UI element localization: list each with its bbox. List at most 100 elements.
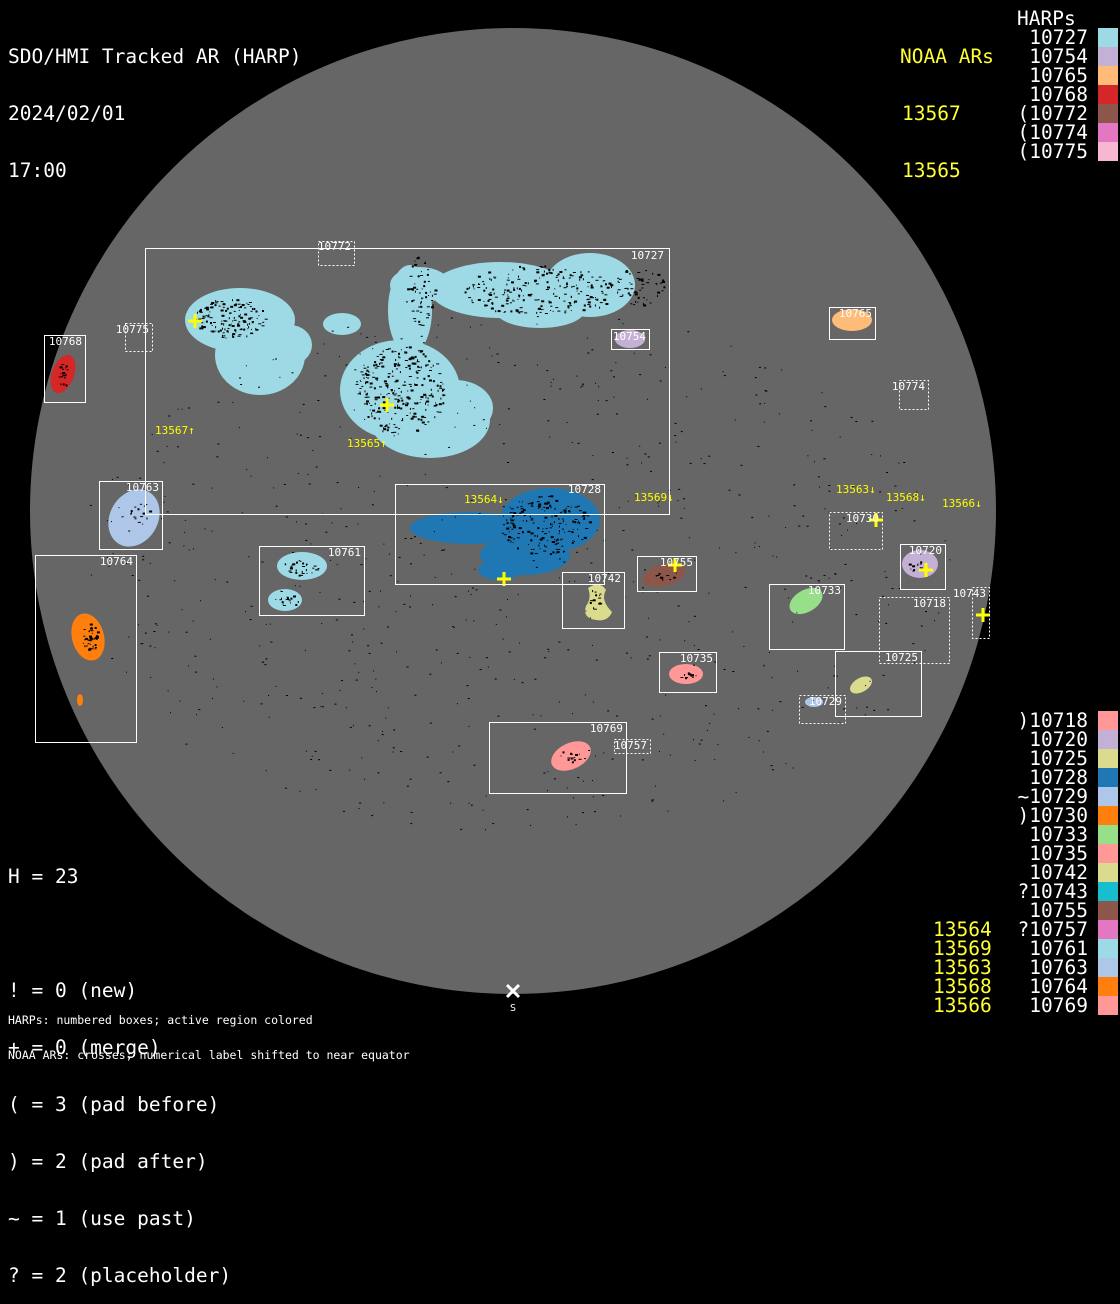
noaa-cross-icon bbox=[188, 314, 202, 328]
noaa-item: 13564 bbox=[933, 918, 992, 941]
region-10761b bbox=[268, 589, 302, 611]
noaa-label: 13567↑ bbox=[155, 424, 195, 437]
noaa-label: 13563↓ bbox=[836, 483, 876, 496]
noaa-cross-icon bbox=[497, 572, 511, 586]
harp-box[interactable]: 10765 bbox=[829, 307, 876, 340]
harp-legend-item: 10754 bbox=[1029, 45, 1088, 68]
south-label: S bbox=[510, 1003, 516, 1014]
noaa-label: 13568↓ bbox=[886, 491, 926, 504]
color-swatch bbox=[1098, 958, 1118, 977]
harp-box-label: 10764 bbox=[100, 555, 133, 568]
footer-notes: HARPs: numbered boxes; active region col… bbox=[8, 992, 410, 1073]
noaa-item: 13565 bbox=[902, 159, 961, 182]
solar-disk-map: 10727 10772 10775 10768 10754 10765 10774 10763… bbox=[30, 28, 996, 1014]
harp-box[interactable]: 10733 bbox=[769, 584, 845, 650]
harp-box[interactable]: 10763 bbox=[99, 481, 163, 550]
harp-box[interactable]: 10754 bbox=[611, 329, 650, 350]
noaa-item: 13566 bbox=[933, 994, 992, 1017]
harp-box[interactable]: 10764 bbox=[35, 555, 137, 743]
harp-legend-item: 10769 bbox=[1029, 994, 1088, 1017]
harp-box[interactable]: 10720 bbox=[900, 544, 946, 590]
harp-box[interactable]: 10768 bbox=[44, 335, 86, 403]
harp-box-label: 10735 bbox=[680, 652, 713, 665]
region-10729 bbox=[805, 697, 823, 707]
noaa-cross-icon bbox=[976, 608, 990, 622]
noaa-labels: 13567↑13565↑13564↓13569↓13563↓13568↓1356… bbox=[155, 424, 982, 510]
color-swatch bbox=[1098, 920, 1118, 939]
harp-box[interactable]: 10774 bbox=[892, 380, 929, 410]
harp-box-outline bbox=[145, 248, 670, 515]
noaa-item: 13568 bbox=[933, 975, 992, 998]
harp-box-outline bbox=[259, 546, 365, 616]
color-swatch bbox=[1098, 66, 1118, 85]
harp-box[interactable]: 10743 bbox=[953, 587, 990, 639]
harp-box[interactable]: 10755 bbox=[637, 556, 697, 592]
harp-box[interactable]: 10718 bbox=[879, 597, 950, 664]
stat-placeholder: ? = 2 (placeholder) bbox=[8, 1264, 232, 1287]
noaa-legend-top: NOAA ARs 13567 13565 bbox=[900, 9, 994, 199]
harp-box-label: 10733 bbox=[808, 584, 841, 597]
harp-box-outline bbox=[125, 323, 153, 352]
harp-box-label: 10725 bbox=[885, 651, 918, 664]
noaa-label: 13565↑ bbox=[347, 437, 387, 450]
harp-box-outline bbox=[614, 739, 651, 754]
harp-box[interactable]: 10730 bbox=[829, 512, 883, 550]
region-10761a bbox=[277, 552, 327, 580]
harp-box[interactable]: 10742 bbox=[562, 572, 625, 629]
harp-box[interactable]: 10735 bbox=[659, 652, 717, 693]
harp-box-label: 10772 bbox=[318, 240, 351, 253]
harp-legend-item: 10728 bbox=[1029, 766, 1088, 789]
harp-legend-item: 10727 bbox=[1029, 26, 1088, 49]
stat-use-past: ~ = 1 (use past) bbox=[8, 1207, 196, 1230]
color-swatch bbox=[1098, 882, 1118, 901]
active-region-blobs bbox=[50, 253, 938, 771]
region-10742 bbox=[585, 584, 612, 621]
harp-box-outline bbox=[835, 651, 922, 717]
harp-box-label: 10765 bbox=[839, 307, 872, 320]
color-swatch bbox=[1098, 806, 1118, 825]
footer-line-2: NOAA ARs: crosses; numerical label shift… bbox=[8, 1047, 410, 1062]
region-10725 bbox=[850, 676, 872, 694]
color-swatch bbox=[1098, 901, 1118, 920]
noaa-crosses bbox=[188, 314, 990, 622]
harp-box[interactable]: 10725 bbox=[835, 651, 922, 717]
color-swatch bbox=[1098, 749, 1118, 768]
harp-box[interactable]: 10775 bbox=[116, 323, 153, 352]
date: 2024/02/01 bbox=[8, 102, 126, 125]
harp-legend-item: ?10743 bbox=[1017, 880, 1088, 903]
color-swatch bbox=[1098, 996, 1118, 1015]
region-10754 bbox=[615, 330, 645, 348]
color-swatch bbox=[1098, 825, 1118, 844]
harp-box-label: 10728 bbox=[568, 483, 601, 496]
color-swatch bbox=[1098, 104, 1118, 123]
harp-box-label: 10768 bbox=[49, 335, 82, 348]
sunspots bbox=[58, 256, 951, 831]
stat-pad-before: ( = 3 (pad before) bbox=[8, 1093, 220, 1116]
noaa-cross-icon bbox=[869, 513, 883, 527]
noaa-heading: NOAA ARs bbox=[900, 45, 994, 68]
harp-box[interactable]: 10772 bbox=[318, 240, 355, 266]
harp-box-label: 10761 bbox=[328, 546, 361, 559]
harp-box[interactable]: 10727 bbox=[145, 248, 670, 515]
harp-box[interactable]: 10729 bbox=[799, 695, 846, 724]
harp-box[interactable]: 10757 bbox=[614, 739, 651, 754]
harp-box[interactable]: 10769 bbox=[489, 722, 627, 794]
harp-box[interactable]: 10728 bbox=[395, 483, 605, 585]
harp-legend-item: (10775 bbox=[1017, 140, 1088, 163]
stat-pad-after: ) = 2 (pad after) bbox=[8, 1150, 208, 1173]
h-count: H = 23 bbox=[8, 865, 79, 888]
harp-box-label: 10775 bbox=[116, 323, 149, 336]
harp-legend-item: (10772 bbox=[1017, 102, 1088, 125]
noaa-cross-icon bbox=[380, 398, 394, 412]
harp-box[interactable]: 10761 bbox=[259, 546, 365, 616]
harp-box-label: 10727 bbox=[631, 249, 664, 262]
harp-box-outline bbox=[395, 484, 605, 585]
color-swatch bbox=[1098, 939, 1118, 958]
color-swatch bbox=[1098, 28, 1118, 47]
harp-box-outline bbox=[769, 584, 845, 650]
harps-heading: HARPs bbox=[1017, 7, 1076, 30]
harp-box-outline bbox=[35, 555, 137, 743]
harp-box-label: 10730 bbox=[846, 512, 879, 525]
